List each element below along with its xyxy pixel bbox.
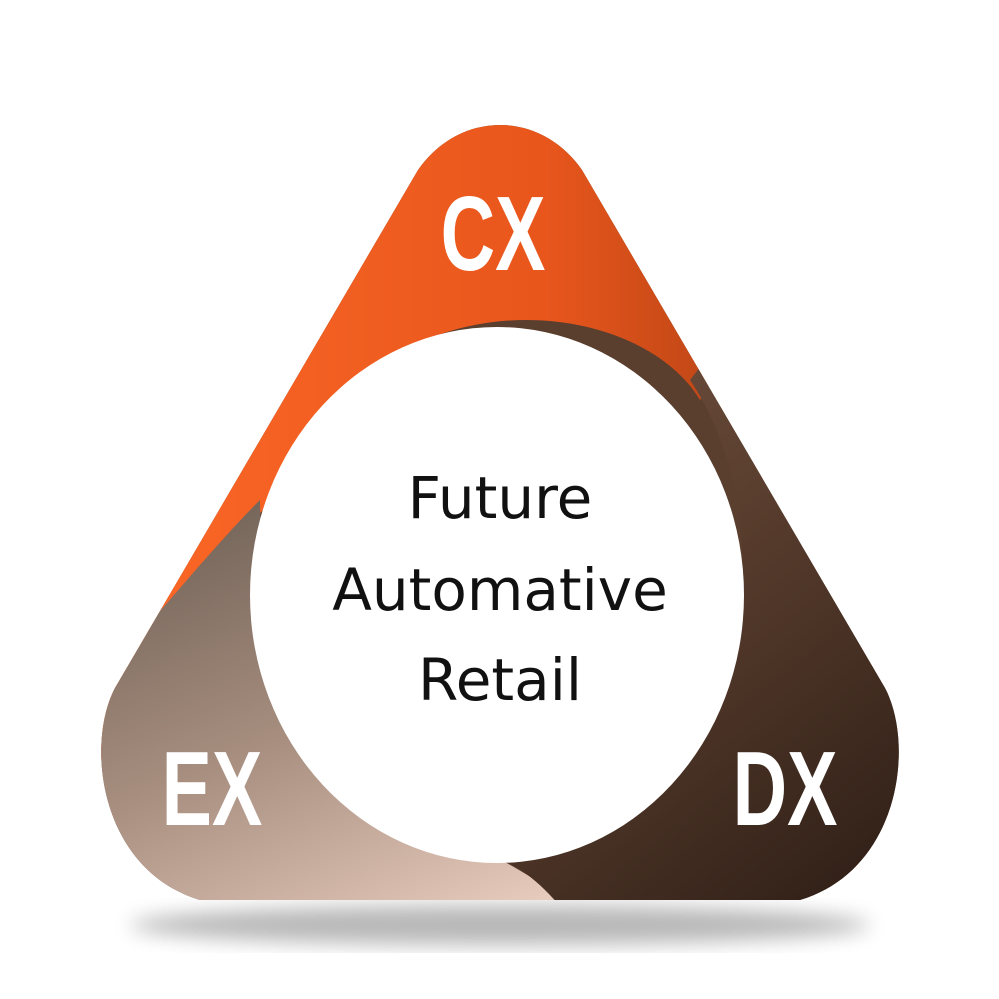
segment-ex (101, 500, 620, 900)
center-text-line-1: Future (408, 464, 593, 532)
center-text-line-2: Automative (332, 556, 668, 624)
label-ex: EX (162, 731, 263, 848)
ground-shadow (130, 905, 870, 945)
label-dx: DX (733, 731, 838, 848)
label-cx: CX (441, 176, 546, 293)
center-circle (250, 327, 744, 863)
center-text-line-3: Retail (418, 646, 582, 714)
